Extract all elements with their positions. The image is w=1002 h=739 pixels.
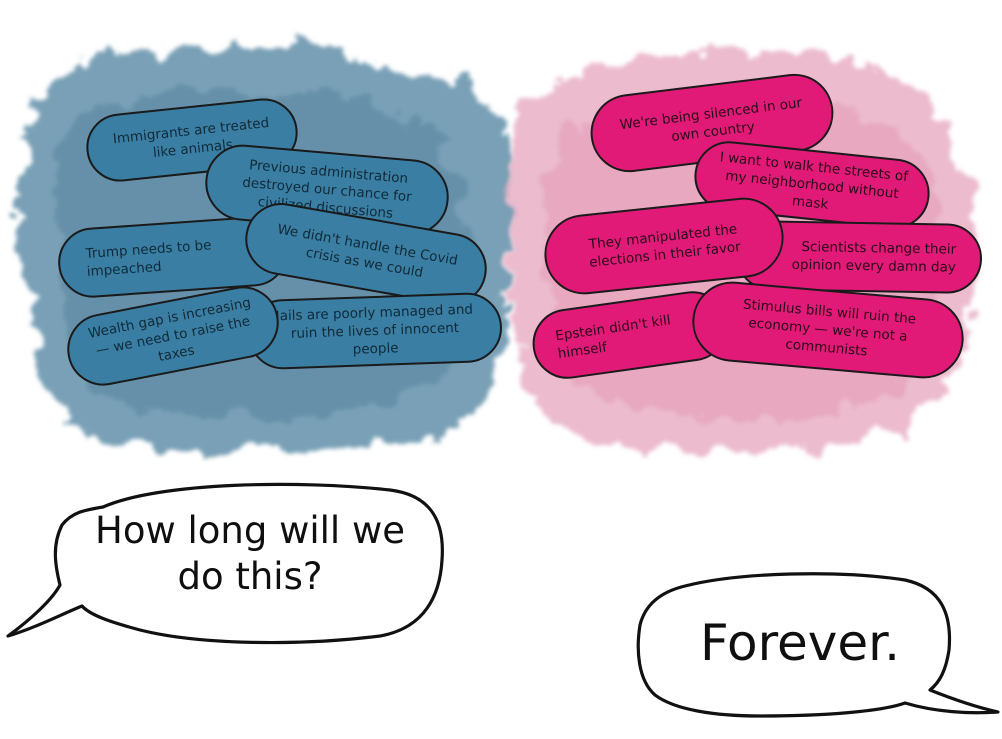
- speech-left-text: How long will we do this?: [80, 508, 420, 601]
- statement-pill-jails: Jails are poorly managed and ruin the li…: [246, 291, 504, 371]
- speech-bubble-right: [636, 572, 1000, 718]
- speech-right-text: Forever.: [660, 612, 940, 675]
- speech-bubble-left: [6, 482, 444, 645]
- statement-text: They manipulated the elections in their …: [588, 221, 742, 271]
- statement-text: Stimulus bills will ruin the economy — w…: [742, 296, 917, 360]
- speech-right-label: Forever.: [700, 614, 900, 672]
- statement-text: Epstein didn't kill himself: [554, 312, 672, 363]
- statement-text: Jails are poorly managed and ruin the li…: [275, 301, 474, 358]
- statement-text: Trump needs to be impeached: [85, 237, 212, 281]
- statement-text: Scientists change their opinion every da…: [791, 238, 957, 276]
- speech-left-label: How long will we do this?: [95, 509, 405, 599]
